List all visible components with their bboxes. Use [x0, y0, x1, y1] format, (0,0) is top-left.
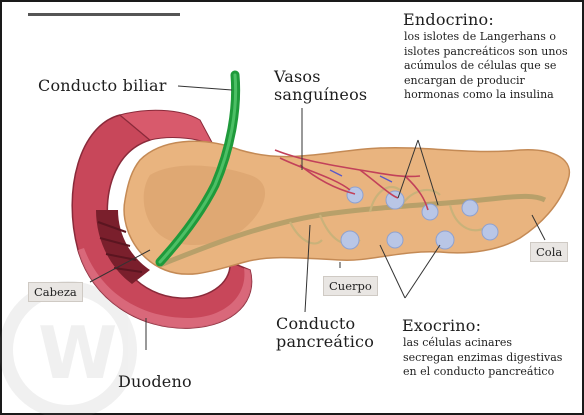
label-exocrine-text: las células acinares secregan enzimas di…	[403, 336, 563, 380]
label-pancreatic-duct-line1: Conducto	[276, 315, 374, 333]
label-blood-vessels: Vasos sanguíneos	[274, 68, 367, 104]
label-pancreatic-duct-line2: pancreático	[276, 333, 374, 351]
label-body: Cuerpo	[323, 276, 378, 296]
label-endocrine-text: los islotes de Langerhans o islotes panc…	[404, 30, 579, 103]
watermark-logo: W	[6, 288, 130, 412]
label-pancreatic-duct: Conducto pancreático	[276, 315, 374, 351]
label-exocrine-title: Exocrino:	[402, 316, 481, 335]
label-head: Cabeza	[28, 282, 83, 302]
label-duodenum: Duodeno	[118, 372, 192, 391]
label-blood-vessels-line2: sanguíneos	[274, 86, 367, 104]
svg-text:W: W	[38, 311, 117, 395]
label-tail: Cola	[530, 242, 568, 262]
label-bile-duct: Conducto biliar	[38, 76, 167, 95]
label-endocrine-title: Endocrino:	[403, 10, 494, 29]
label-blood-vessels-line1: Vasos	[274, 68, 367, 86]
